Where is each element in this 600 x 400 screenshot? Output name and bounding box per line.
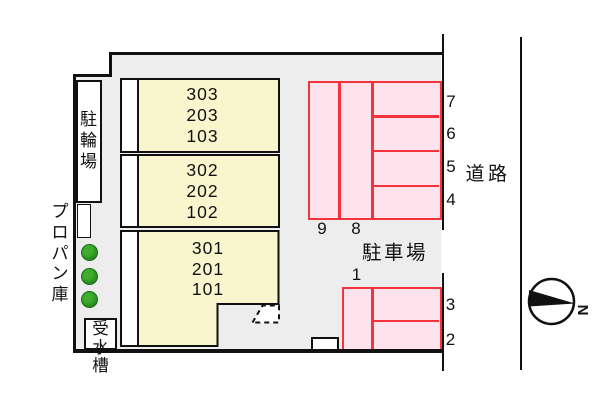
compass-north-label: N [573,304,591,315]
parking-lower-group [341,286,442,353]
propane-storage-label: プロパン庫 [51,202,69,305]
site-boundary-top [110,51,443,55]
propane-storage-box [77,203,91,238]
room-number: 101 [191,279,225,299]
site-boundary-notch-horizontal [73,73,111,77]
stall-label-8: 8 [351,219,361,238]
stall-label-3: 3 [445,295,456,314]
parking-area-label: 駐車場 [361,242,428,264]
stall-divider [371,184,439,187]
stall-label-5: 5 [446,156,456,176]
tree-icon [80,290,98,308]
site-boundary-bottom [73,349,444,353]
room-number: 102 [186,201,219,222]
parking-upper-group [307,81,442,220]
room-number: 202 [186,180,219,201]
building-block1 [137,78,280,153]
room-number: 201 [191,258,225,279]
building-block3-corridor [120,230,139,347]
site-boundary-left [73,73,76,353]
room-number: 203 [186,105,219,125]
room-number: 302 [186,159,219,180]
building-block3-rooms: 301 201 101 [137,231,287,300]
site-boundary-notch-vertical [108,51,112,77]
stall-divider [371,149,439,152]
tree-icon [80,243,98,261]
site-boundary-right-upper [441,34,444,230]
stall-label-7: 7 [446,91,456,111]
bicycle-parking-label: 駐輪場 [80,110,97,171]
stall-label-9: 9 [317,219,327,238]
road-label: 道路 [465,164,511,185]
stall-label-2: 2 [445,330,456,349]
room-number: 103 [186,126,219,146]
road-edge-line [519,37,522,370]
stall-label-6: 6 [446,124,456,143]
room-number: 301 [191,238,225,258]
tree-icon [80,267,98,285]
building-block2 [137,154,280,228]
water-tank-label: 受水槽 [92,320,109,375]
bicycle-parking-box [75,79,102,203]
water-tank-box [84,318,117,350]
stall-divider [371,319,439,322]
compass-needle-icon [529,290,575,307]
room-number: 303 [186,84,219,104]
stall-divider [371,115,439,118]
site-boundary-right-lower [441,273,444,371]
dashed-pad-outline [250,304,280,324]
stall-divider [338,83,341,218]
building-block1-rooms: 303 203 103 [137,78,280,153]
stall-label-1: 1 [351,264,362,284]
building-block2-rooms: 302 202 102 [137,154,280,228]
stall-label-4: 4 [446,190,456,209]
